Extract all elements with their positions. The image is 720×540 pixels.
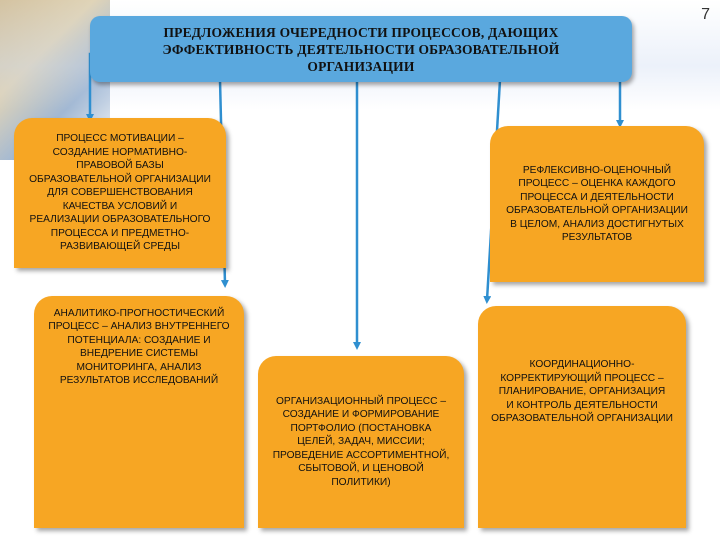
- node-reflexive-text: РЕФЛЕКСИВНО-ОЦЕНОЧНЫЙ ПРОЦЕСС – ОЦЕНКА К…: [506, 164, 688, 244]
- node-motivation-text: ПРОЦЕСС МОТИВАЦИИ – СОЗДАНИЕ НОРМАТИВНО-…: [29, 133, 211, 253]
- diagram-title: ПРЕДЛОЖЕНИЯ ОЧЕРЕДНОСТИ ПРОЦЕССОВ, ДАЮЩИ…: [90, 16, 632, 82]
- page-number: 7: [701, 6, 710, 23]
- node-analytic: АНАЛИТИКО-ПРОГНОСТИЧЕСКИЙ ПРОЦЕСС – АНАЛ…: [34, 296, 244, 528]
- diagram-title-text: ПРЕДЛОЖЕНИЯ ОЧЕРЕДНОСТИ ПРОЦЕССОВ, ДАЮЩИ…: [162, 24, 560, 74]
- node-analytic-text: АНАЛИТИКО-ПРОГНОСТИЧЕСКИЙ ПРОЦЕСС – АНАЛ…: [48, 307, 230, 387]
- node-coordination: КООРДИНАЦИОННО- КОРРЕКТИРУЮЩИЙ ПРОЦЕСС –…: [478, 306, 686, 528]
- node-organizational: ОРГАНИЗАЦИОННЫЙ ПРОЦЕСС – СОЗДАНИЕ И ФОР…: [258, 356, 464, 528]
- node-motivation: ПРОЦЕСС МОТИВАЦИИ – СОЗДАНИЕ НОРМАТИВНО-…: [14, 118, 226, 268]
- node-reflexive: РЕФЛЕКСИВНО-ОЦЕНОЧНЫЙ ПРОЦЕСС – ОЦЕНКА К…: [490, 126, 704, 282]
- node-organizational-text: ОРГАНИЗАЦИОННЫЙ ПРОЦЕСС – СОЗДАНИЕ И ФОР…: [272, 395, 450, 488]
- node-coordination-text: КООРДИНАЦИОННО- КОРРЕКТИРУЮЩИЙ ПРОЦЕСС –…: [491, 359, 673, 425]
